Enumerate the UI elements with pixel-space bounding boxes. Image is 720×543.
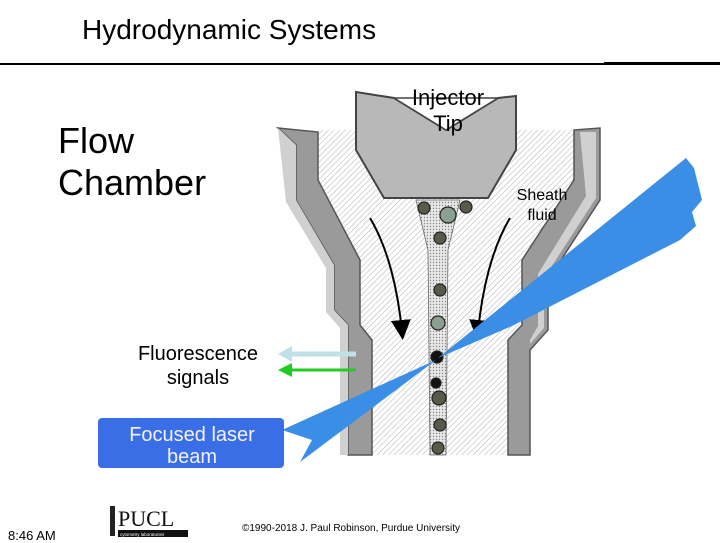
title-rule-left: [0, 63, 604, 65]
sheath-flow-arrow-left: [369, 217, 411, 340]
title-rule-right: [604, 62, 720, 65]
cell: [433, 418, 447, 432]
cell: [459, 200, 473, 214]
cell: [433, 283, 447, 297]
sheath-flow-arrow-right: [469, 217, 511, 340]
laser-beam-outgoing: [438, 158, 702, 358]
cell: [430, 377, 442, 389]
slide-time: 8:46 AM: [8, 528, 56, 543]
cell: [431, 390, 447, 406]
left-wall-highlight: [278, 128, 348, 455]
sheath-fluid-label: Sheath fluid: [516, 187, 568, 224]
cells: [417, 200, 473, 455]
fluorescence-signals-label: Fluorescence signals: [137, 343, 259, 389]
scatter-signal-arrowhead: [278, 346, 292, 362]
svg-text:PUCL: PUCL: [118, 506, 174, 531]
laser-beam-incoming: [282, 360, 436, 462]
copyright-notice: ©1990-2018 J. Paul Robinson, Purdue Univ…: [242, 523, 461, 534]
cell: [417, 201, 431, 215]
cell: [439, 206, 457, 224]
flow-chamber-label: Flow Chamber: [58, 120, 207, 203]
cell: [430, 315, 446, 331]
injector-tip-opening: [391, 97, 501, 131]
fluorescence-signal-arrowhead: [278, 363, 292, 377]
cell: [430, 350, 444, 364]
injector-tip-label: Injector Tip: [411, 85, 485, 136]
right-wall-highlight: [530, 132, 596, 344]
cell: [431, 441, 445, 455]
slide-title: Hydrodynamic Systems: [82, 14, 377, 45]
pucl-logo: PUCL cytometry laboratories: [110, 500, 190, 540]
left-chamber-wall: [275, 127, 373, 456]
laser-label-box: [98, 418, 284, 468]
focused-laser-beam-label: Focused laser beam: [129, 424, 255, 468]
right-chamber-wall: [507, 127, 601, 456]
svg-text:cytometry laboratories: cytometry laboratories: [120, 532, 165, 537]
cell: [433, 231, 447, 245]
